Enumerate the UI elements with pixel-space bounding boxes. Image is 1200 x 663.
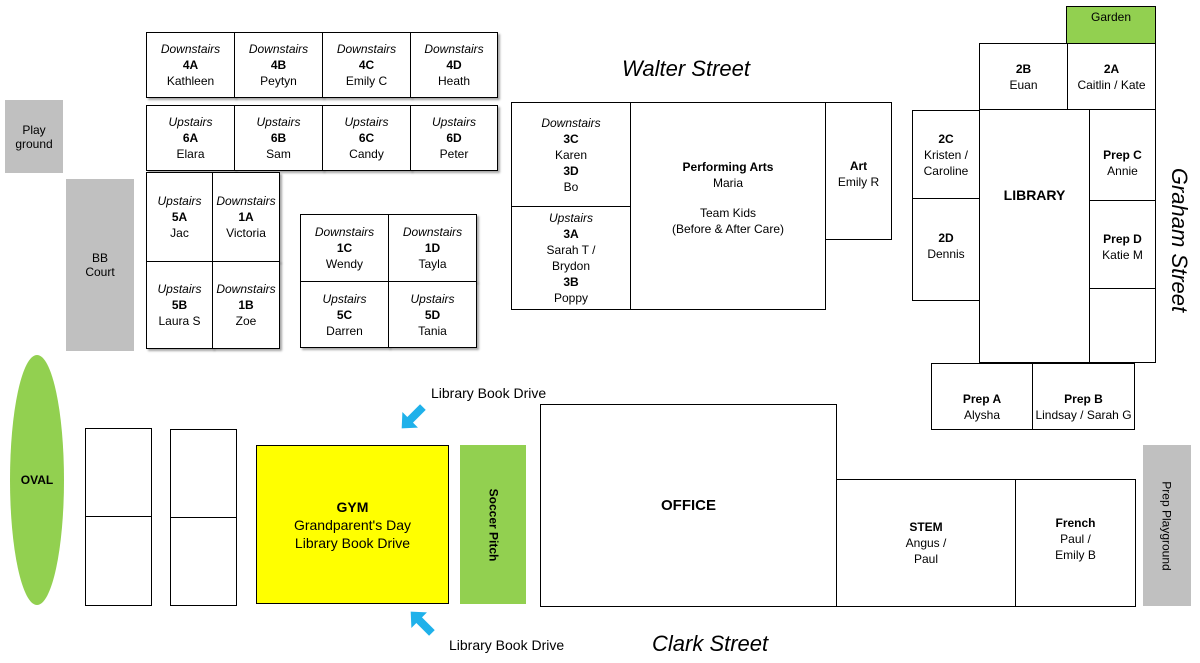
prep-playground-area: Prep Playground [1143,445,1191,606]
room-3a-3b: Upstairs 3A Sarah T / Brydon 3B Poppy [511,206,631,310]
soccer-pitch-area: Soccer Pitch [460,445,526,604]
office-room: OFFICE [540,404,837,607]
art-room: Art Emily R [825,102,892,240]
room-3c-3d: Downstairs 3C Karen 3D Bo [511,102,631,207]
library-book-drive-callout-bottom: Library Book Drive [449,637,565,653]
room-unlabeled-3 [170,429,237,518]
performing-arts-room: Performing Arts Maria Team Kids (Before … [630,102,826,310]
library-book-drive-callout-top: Library Book Drive [431,385,547,401]
garden-area: Garden [1066,6,1156,44]
arrow-up-left-icon [410,611,435,636]
room-unlabeled-2 [85,516,152,606]
gym-room: GYM Grandparent's Day Library Book Drive [256,445,449,604]
oval-area: OVAL [10,355,64,605]
room-unlabeled-east [1089,288,1156,363]
graham-street-label: Graham Street [1167,167,1192,313]
walter-street-label: Walter Street [622,56,750,81]
room-unlabeled-1 [85,428,152,517]
arrow-down-left-icon [401,404,426,429]
room-unlabeled-4 [170,517,237,606]
library-room: LIBRARY [979,109,1090,363]
clark-street-label: Clark Street [652,631,769,656]
